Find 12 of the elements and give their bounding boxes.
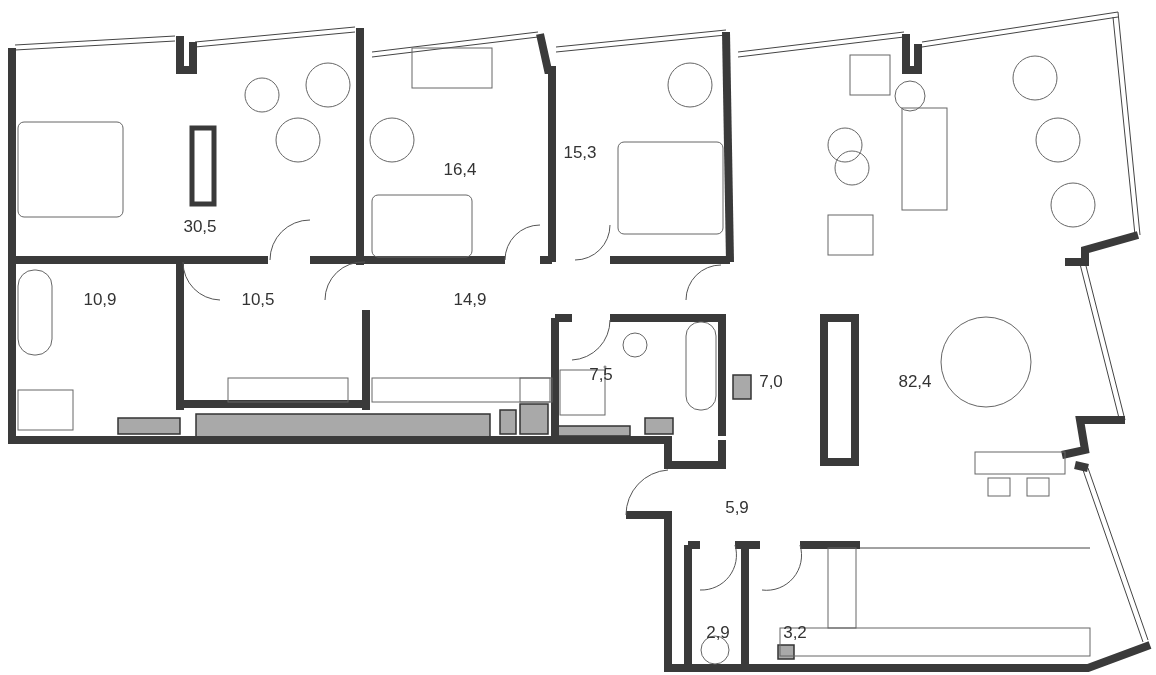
room-area-label: 14,9: [453, 290, 487, 310]
room-area-label: 16,4: [443, 160, 477, 180]
room-area-label: 5,9: [725, 498, 749, 518]
room-area-label: 3,2: [783, 623, 807, 643]
room-area-label: 7,0: [759, 372, 783, 392]
room-area-label: 10,9: [83, 290, 117, 310]
room-area-label: 82,4: [898, 372, 932, 392]
room-area-label: 7,5: [589, 365, 613, 385]
room-area-label: 30,5: [183, 217, 217, 237]
room-area-label: 15,3: [563, 143, 597, 163]
room-area-label: 2,9: [706, 623, 730, 643]
room-area-label: 10,5: [241, 290, 275, 310]
